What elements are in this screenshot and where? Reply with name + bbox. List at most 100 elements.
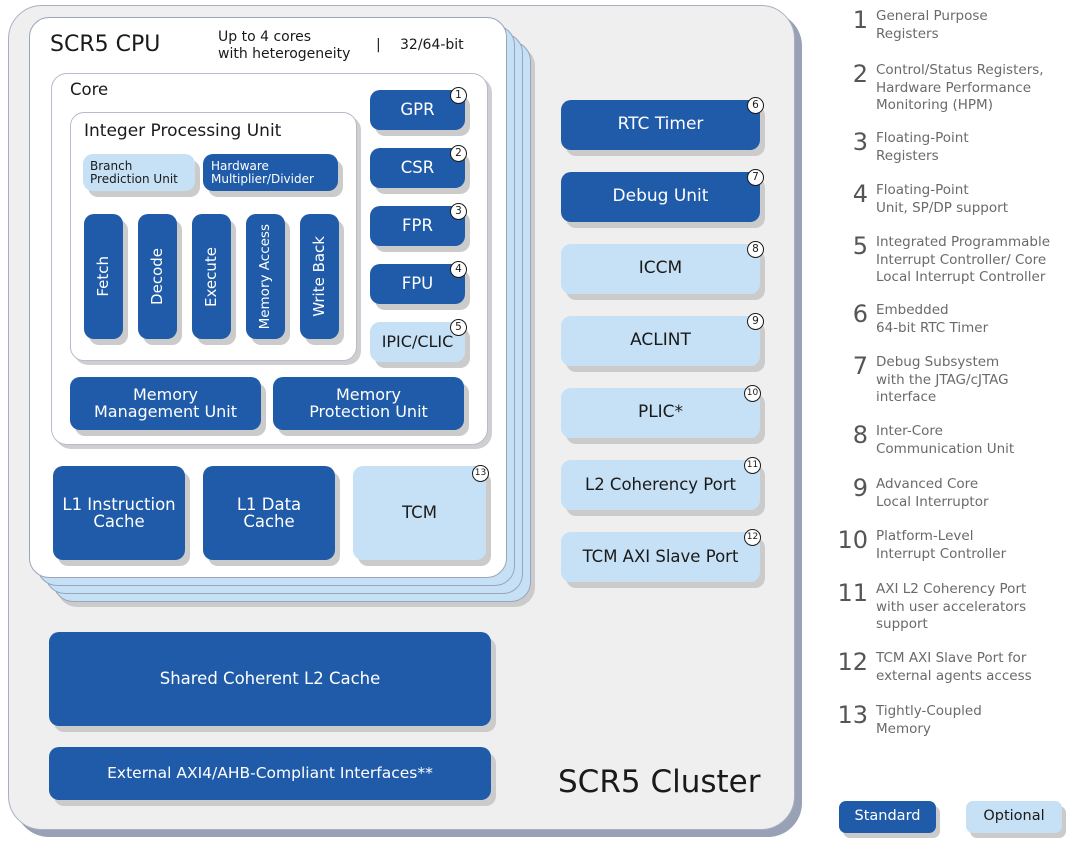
key-optional: Optional [966, 801, 1062, 833]
legend-item: 1 General Purpose Registers [836, 8, 988, 43]
tcm-axi-slave-port-block[interactable]: TCM AXI Slave Port [561, 532, 760, 582]
legend-text: AXI L2 Coherency Port with user accelera… [876, 581, 1027, 632]
stage-fetch-label: Fetch [93, 256, 112, 297]
tcm-label: TCM [402, 503, 437, 523]
key-standard: Standard [839, 801, 936, 833]
cluster-title: SCR5 Cluster [558, 764, 761, 800]
stage-decode[interactable]: Decode [138, 214, 177, 339]
l2-coherency-port-label: L2 Coherency Port [585, 475, 736, 495]
legend-number: 12 [837, 648, 868, 676]
legend-number: 11 [837, 579, 868, 607]
badge-1: 1 [450, 87, 467, 104]
legend-text: Advanced Core Local Interruptor [876, 476, 989, 510]
hardware-multiplier-divider[interactable]: Hardware Multiplier/Divider [203, 154, 338, 191]
legend-text: Embedded 64-bit RTC Timer [876, 302, 989, 336]
legend-item: 12 TCM AXI Slave Port for external agents… [836, 648, 1032, 685]
cpu-title: SCR5 CPU [50, 32, 161, 57]
rtc-timer-block[interactable]: RTC Timer [561, 100, 760, 150]
fpu-block[interactable]: FPU [370, 264, 465, 304]
tcm-block[interactable]: TCM [353, 466, 486, 560]
badge-10: 10 [744, 385, 761, 402]
external-axi4-ahb-interfaces[interactable]: External AXI4/AHB-Compliant Interfaces** [49, 747, 491, 800]
l1-data-cache[interactable]: L1 Data Cache [203, 466, 335, 560]
key-standard-label: Standard [854, 808, 921, 825]
legend-item: 13 Tightly-Coupled Memory [836, 701, 982, 738]
legend-item: 4 Floating-Point Unit, SP/DP support [836, 182, 1008, 217]
stage-decode-label: Decode [147, 248, 166, 305]
legend-item: 2 Control/Status Registers, Hardware Perf… [836, 62, 1044, 115]
stage-fetch[interactable]: Fetch [84, 214, 123, 339]
legend-text: Inter-Core Communication Unit [876, 423, 1015, 457]
csr-label: CSR [400, 158, 435, 178]
aclint-block[interactable]: ACLINT [561, 316, 760, 366]
badge-7: 7 [747, 169, 764, 186]
legend-text: Control/Status Registers, Hardware Perfo… [876, 62, 1044, 113]
iccm-label: ICCM [638, 258, 683, 279]
badge-9: 9 [747, 313, 764, 330]
legend-item: 6 Embedded 64-bit RTC Timer [836, 302, 988, 337]
fpu-label: FPU [401, 274, 434, 294]
gpr-label: GPR [400, 100, 435, 120]
legend-number: 13 [837, 701, 868, 729]
legend-text: TCM AXI Slave Port for external agents a… [876, 650, 1032, 684]
legend-number: 8 [852, 421, 868, 449]
stage-execute[interactable]: Execute [192, 214, 231, 339]
gpr-block[interactable]: GPR [370, 90, 465, 130]
l2-cache-label: Shared Coherent L2 Cache [159, 669, 381, 689]
legend-text: Tightly-Coupled Memory [876, 703, 982, 737]
legend-item: 8 Inter-Core Communication Unit [836, 423, 1014, 458]
tcm-axi-slave-port-label: TCM AXI Slave Port [582, 547, 739, 567]
plic-label: PLIC* [637, 402, 684, 423]
l1-instruction-cache[interactable]: L1 Instruction Cache [53, 466, 185, 560]
legend-text: General Purpose Registers [876, 8, 988, 42]
memory-protection-unit[interactable]: Memory Protection Unit [273, 377, 464, 430]
legend-number: 7 [852, 352, 868, 380]
legend-item: 5 Integrated Programmable Interrupt Contr… [836, 234, 1050, 287]
branch-prediction-unit[interactable]: Branch Prediction Unit [83, 154, 195, 191]
legend-number: 10 [837, 526, 868, 554]
stage-write-back[interactable]: Write Back [300, 214, 339, 339]
cpu-bitness: 32/64-bit [400, 37, 464, 53]
legend-text: Debug Subsystem with the JTAG/cJTAG inte… [876, 354, 1009, 405]
legend-item: 11 AXI L2 Coherency Port with user accele… [836, 581, 1026, 634]
legend-number: 2 [852, 60, 868, 88]
legend-text: Integrated Programmable Interrupt Contro… [876, 234, 1050, 285]
legend-item: 10 Platform-Level Interrupt Controller [836, 528, 1006, 563]
stage-memory-access[interactable]: Memory Access [246, 214, 285, 339]
legend-number: 1 [852, 6, 868, 34]
plic-block[interactable]: PLIC* [561, 388, 760, 438]
ipic-clic-label: IPIC/CLIC [381, 331, 454, 351]
memory-management-unit[interactable]: Memory Management Unit [70, 377, 261, 430]
cpu-subtitle: Up to 4 cores with heterogeneity [218, 29, 351, 62]
legend-text: Platform-Level Interrupt Controller [876, 528, 1007, 562]
debug-unit-block[interactable]: Debug Unit [561, 172, 760, 222]
legend-number: 6 [852, 300, 868, 328]
fpr-label: FPR [402, 216, 433, 236]
legend-number: 4 [852, 180, 868, 208]
csr-block[interactable]: CSR [370, 148, 465, 188]
iccm-block[interactable]: ICCM [561, 244, 760, 294]
stage-execute-label: Execute [201, 246, 220, 307]
fpr-block[interactable]: FPR [370, 206, 465, 246]
debug-unit-label: Debug Unit [612, 186, 709, 207]
rtc-timer-label: RTC Timer [617, 114, 704, 135]
legend-text: Floating-Point Unit, SP/DP support [876, 182, 1008, 216]
badge-8: 8 [747, 241, 764, 258]
badge-5: 5 [450, 319, 467, 336]
badge-4: 4 [450, 261, 467, 278]
aclint-label: ACLINT [630, 330, 691, 351]
badge-11: 11 [744, 457, 761, 474]
external-interfaces-label: External AXI4/AHB-Compliant Interfaces** [107, 764, 433, 783]
ipu-title: Integer Processing Unit [84, 121, 282, 141]
stage-write-back-label: Write Back [309, 236, 328, 317]
legend-number: 3 [852, 128, 868, 156]
shared-coherent-l2-cache[interactable]: Shared Coherent L2 Cache [49, 632, 491, 726]
ipic-clic-block[interactable]: IPIC/CLIC [370, 322, 465, 362]
badge-6: 6 [747, 97, 764, 114]
legend-number: 5 [852, 232, 868, 260]
l2-coherency-port-block[interactable]: L2 Coherency Port [561, 460, 760, 510]
badge-12: 12 [744, 529, 761, 546]
badge-2: 2 [450, 145, 467, 162]
